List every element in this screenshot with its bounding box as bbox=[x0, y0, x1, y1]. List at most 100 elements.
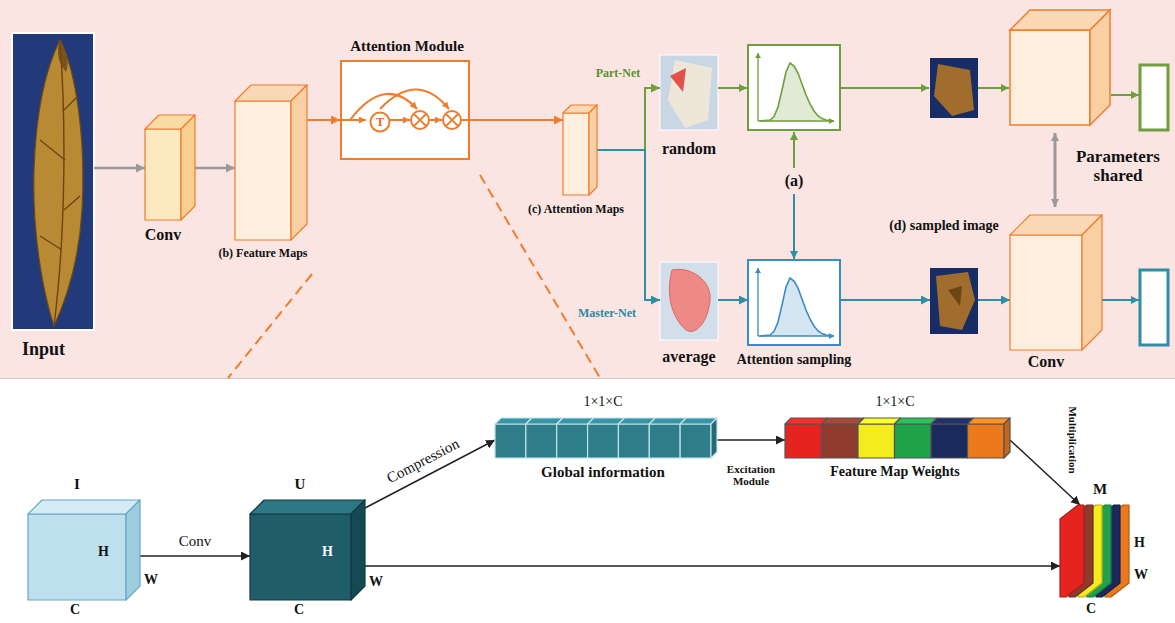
cell-side bbox=[1004, 418, 1010, 458]
tensor-name: M bbox=[1093, 481, 1107, 498]
cuboid-front bbox=[28, 514, 126, 600]
attention-maps-block-outline bbox=[563, 105, 597, 195]
conv-tensor: UHWC bbox=[250, 500, 365, 600]
reweighted-maps: MHWC bbox=[1060, 505, 1130, 597]
cuboid-front bbox=[250, 514, 351, 600]
callout-label: (a) bbox=[785, 172, 804, 190]
panel-divider bbox=[0, 378, 1175, 379]
note-label: Parameters shared bbox=[1066, 148, 1170, 185]
operation-label: Compression bbox=[384, 435, 462, 486]
cell-front bbox=[680, 424, 711, 458]
flow-arrow bbox=[1102, 299, 1139, 301]
cell-front bbox=[968, 424, 1005, 458]
module-flow bbox=[429, 119, 442, 121]
operator-circle bbox=[371, 113, 390, 132]
block-label: (b) Feature Maps bbox=[218, 247, 307, 260]
cell-front bbox=[858, 424, 895, 458]
cuboid-front bbox=[235, 101, 291, 240]
attention-maps-block: (c) Attention Maps bbox=[563, 105, 597, 195]
cell-front bbox=[588, 424, 619, 458]
cuboid-side bbox=[1082, 215, 1102, 350]
block-label: Conv bbox=[145, 226, 181, 244]
leaf-vein bbox=[40, 42, 80, 326]
transpose-op: T bbox=[369, 111, 391, 133]
part-output bbox=[1140, 65, 1168, 130]
leaf bbox=[34, 40, 83, 326]
dimension-label: W bbox=[1134, 567, 1148, 582]
conv-tensor-outline bbox=[250, 500, 365, 600]
flow-connector bbox=[978, 299, 1010, 301]
attention-sampling-chart bbox=[748, 260, 840, 345]
flow-arrow bbox=[1111, 94, 1139, 96]
cell-top bbox=[895, 418, 938, 424]
master-output bbox=[1140, 270, 1168, 345]
flow-connector bbox=[307, 119, 340, 121]
slice-face bbox=[1060, 505, 1084, 597]
image-label: average bbox=[662, 348, 715, 366]
cell-front bbox=[895, 424, 932, 458]
weight-vector-outline bbox=[785, 418, 1010, 458]
cell-front bbox=[931, 424, 968, 458]
conv-block bbox=[1010, 30, 1090, 125]
vector-label: Global information bbox=[541, 464, 665, 481]
flow-connector bbox=[195, 167, 235, 170]
cell-top bbox=[931, 418, 974, 424]
block-label: Conv bbox=[1028, 353, 1064, 371]
operator-symbol: T bbox=[376, 115, 385, 129]
input-tensor-outline bbox=[28, 500, 140, 600]
feature-maps-block-outline bbox=[235, 85, 307, 240]
flow-connector bbox=[597, 150, 660, 300]
multiply-symbol bbox=[443, 111, 461, 129]
leaf-piece bbox=[934, 64, 974, 116]
cuboid-front bbox=[563, 113, 589, 195]
module-title: Attention Module bbox=[350, 38, 464, 55]
conv-block-side bbox=[1090, 10, 1110, 125]
cuboid-top bbox=[250, 500, 365, 514]
operation-label: Excitation Module bbox=[716, 463, 786, 487]
cuboid-side bbox=[291, 85, 307, 240]
feature-slice bbox=[1060, 505, 1084, 597]
multiply-symbol bbox=[411, 111, 429, 129]
global-vector: 1×1×CGlobal information bbox=[495, 418, 717, 458]
tensor-name: I bbox=[74, 476, 80, 493]
dimension-label: H bbox=[98, 544, 109, 559]
conv-block: Conv bbox=[1010, 215, 1102, 350]
module-ground bbox=[340, 60, 470, 160]
top-panel bbox=[0, 0, 1175, 378]
cuboid-front bbox=[1010, 235, 1082, 350]
random-map bbox=[660, 55, 718, 130]
cuboid-side bbox=[351, 500, 365, 600]
cell-front bbox=[618, 424, 649, 458]
flow-connector bbox=[470, 119, 563, 121]
block-label: (c) Attention Maps bbox=[528, 203, 624, 216]
flow-arrow bbox=[978, 87, 1009, 89]
dimension-label: C bbox=[70, 602, 80, 617]
chart-label: Attention sampling bbox=[737, 352, 852, 367]
flow-connector bbox=[140, 555, 250, 557]
conv-block-outline bbox=[1010, 215, 1102, 350]
reweighted-maps-outline bbox=[1060, 505, 1130, 597]
cell-top bbox=[858, 418, 901, 424]
guide-arrow bbox=[793, 194, 795, 259]
weight-vector: 1×1×CFeature Map Weights bbox=[785, 418, 1010, 458]
leaf-photo bbox=[12, 33, 94, 330]
skip-arc bbox=[380, 90, 449, 110]
random-part bbox=[670, 68, 686, 92]
shape-label: 1×1×C bbox=[583, 394, 622, 409]
guide-arrow bbox=[793, 132, 795, 168]
leaf-piece bbox=[936, 272, 975, 330]
module-flow bbox=[389, 119, 410, 121]
cuboid-side bbox=[126, 500, 140, 600]
zoom-line bbox=[228, 274, 312, 378]
sampled-patch bbox=[930, 58, 978, 118]
flow-connector bbox=[365, 565, 1060, 567]
dimension-label: C bbox=[1086, 601, 1096, 616]
cuboid-front bbox=[145, 129, 181, 220]
cell-top bbox=[968, 418, 1011, 424]
cell-front bbox=[526, 424, 557, 458]
cell-top bbox=[785, 418, 828, 424]
global-vector-outline bbox=[495, 418, 717, 458]
tensor-name: U bbox=[295, 476, 306, 493]
cell-side bbox=[711, 418, 717, 458]
